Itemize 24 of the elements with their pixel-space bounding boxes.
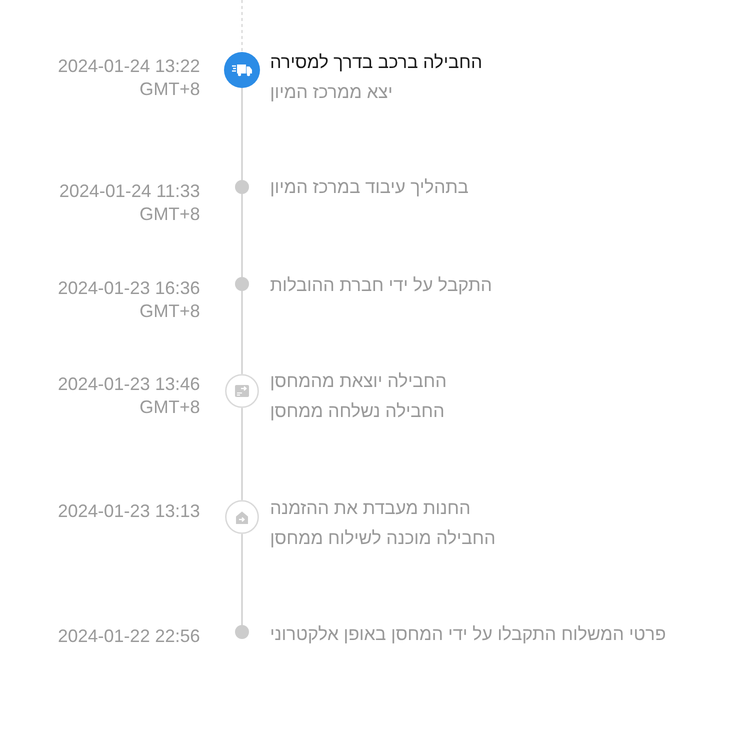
status-title: החנות מעבדת את ההזמנה	[270, 497, 470, 520]
timeline-line	[241, 88, 243, 180]
status-detail: החבילה נשלחה ממחסן	[270, 400, 445, 423]
status-title: פרטי המשלוח התקבלו על ידי המחסן באופן אלקטרוני	[270, 623, 666, 646]
timeline-dot	[235, 625, 249, 639]
status-detail: יצא ממרכז המיון	[270, 81, 393, 104]
timestamp: 2024-01-24 13:22 GMT+8	[56, 54, 200, 100]
timestamp: 2024-01-22 22:56	[56, 624, 200, 648]
timeline-line	[241, 194, 243, 277]
status-title: החבילה יוצאת מהמחסן	[270, 370, 447, 393]
timestamp: 2024-01-24 11:33 GMT+8	[58, 180, 200, 226]
timeline-line	[241, 291, 243, 374]
timeline-dot	[235, 277, 249, 291]
status-title: בתהליך עיבוד במרכז המיון	[270, 176, 469, 199]
timeline-dot	[235, 180, 249, 194]
status-title: התקבל על ידי חברת ההובלות	[270, 274, 492, 297]
timestamp: 2024-01-23 16:36 GMT+8	[56, 276, 200, 322]
timestamp: 2024-01-23 13:46 GMT+8	[56, 372, 200, 418]
timeline-line	[241, 408, 243, 500]
timeline-line	[241, 534, 243, 625]
status-title: החבילה ברכב בדרך למסירה	[270, 51, 482, 74]
status-detail: החבילה מוכנה לשילוח ממחסן	[270, 527, 496, 550]
truck-icon	[224, 52, 260, 88]
timestamp: 2024-01-23 13:13	[56, 500, 200, 522]
